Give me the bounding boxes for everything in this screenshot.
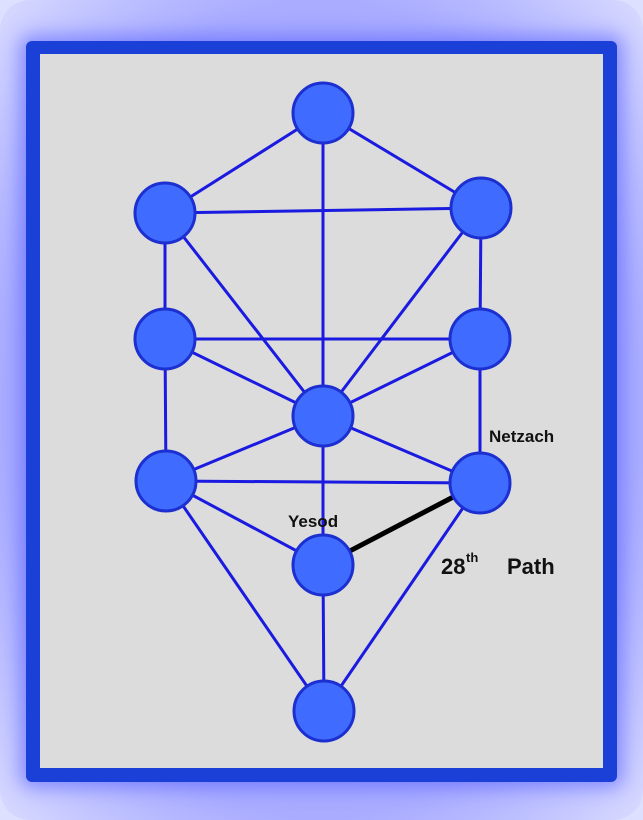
sephirah-netzach — [448, 451, 512, 515]
path-word-label: Path — [507, 554, 555, 579]
netzach-label: Netzach — [489, 427, 554, 446]
yesod-label: Yesod — [288, 512, 338, 531]
sephirah-malkuth — [292, 679, 356, 743]
highlighted-28th-path — [345, 491, 462, 555]
sephirah-geburah — [133, 307, 197, 371]
path-hod-netzach — [165, 479, 481, 485]
sephirah-hod — [134, 449, 198, 513]
path-hod-malkuth — [164, 480, 326, 712]
path-chokmah-tiphareth — [321, 207, 483, 417]
path-binah-chokmah — [164, 206, 482, 215]
path-number-label: 28 — [441, 554, 465, 579]
sephirah-kether — [291, 81, 355, 145]
sephirah-yesod — [291, 533, 355, 597]
sephirah-chokmah — [449, 176, 513, 240]
nodes-layer — [133, 81, 513, 743]
sephirah-chesed — [448, 307, 512, 371]
path-netzach-malkuth — [322, 482, 482, 712]
sephirah-tiphareth — [291, 384, 355, 448]
sephirah-binah — [133, 181, 197, 245]
path-number-suffix: th — [466, 550, 478, 565]
path-binah-tiphareth — [163, 212, 325, 417]
